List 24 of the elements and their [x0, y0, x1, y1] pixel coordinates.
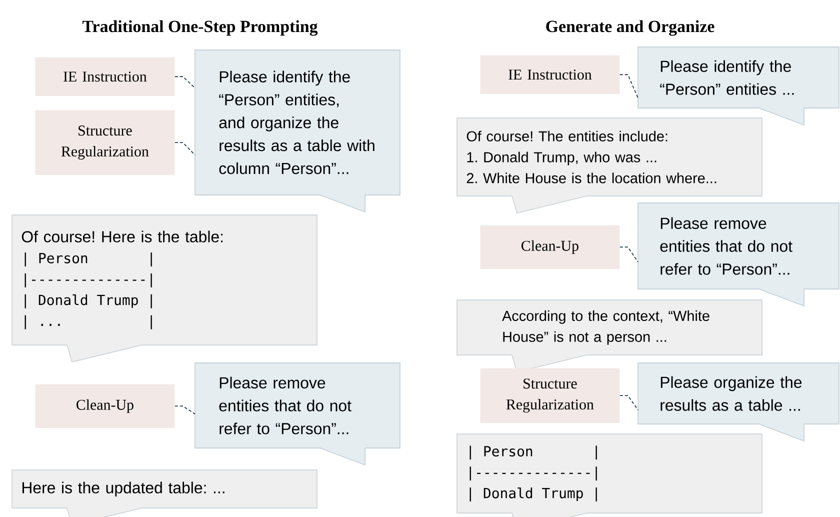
tag-box: Clean-Up — [35, 384, 175, 428]
leader-line — [174, 76, 196, 88]
prompt-bubble: Please remove entities that do not refer to “Person”... — [638, 202, 840, 307]
tag-box: Structure Regularization — [480, 368, 620, 423]
prompt-bubble: Please identify the “Person” entities, and organize the results as a table with column “Person”... — [194, 50, 400, 213]
tag-box: Clean-Up — [480, 225, 620, 270]
leader-line — [619, 74, 638, 98]
tag-box: Structure Regularization — [35, 110, 175, 175]
prompt-bubble: Please remove entities that do not refer to “Person”... — [194, 362, 400, 466]
tag-box: IE Instruction — [35, 57, 175, 96]
prompt-bubble: Please identify the “Person” entities ... — [638, 46, 840, 126]
response-bubble: Of course! The entities include: 1. Donald Trump, who was ... 2. White House is the location where... — [456, 118, 762, 214]
tag-box: IE Instruction — [480, 55, 620, 94]
response-bubble: Here is the updated table: ... — [12, 470, 318, 517]
heading: Traditional One-Step Prompting — [82, 20, 318, 36]
leader-line — [174, 142, 196, 156]
response-bubble: According to the context, “White House” is not a person ... — [456, 300, 762, 373]
leader-line — [619, 395, 638, 410]
leader-line — [619, 246, 638, 262]
heading: Generate and Organize — [546, 20, 714, 36]
response-bubble: Of course! Here is the table: | Person | |--------------| | Donald Trump | | ... | — [12, 214, 318, 363]
leader-line — [174, 406, 196, 414]
prompt-bubble: Please organize the results as a table ... — [638, 362, 840, 442]
response-bubble: | Person | |--------------| | Donald Trump | — [456, 434, 762, 517]
